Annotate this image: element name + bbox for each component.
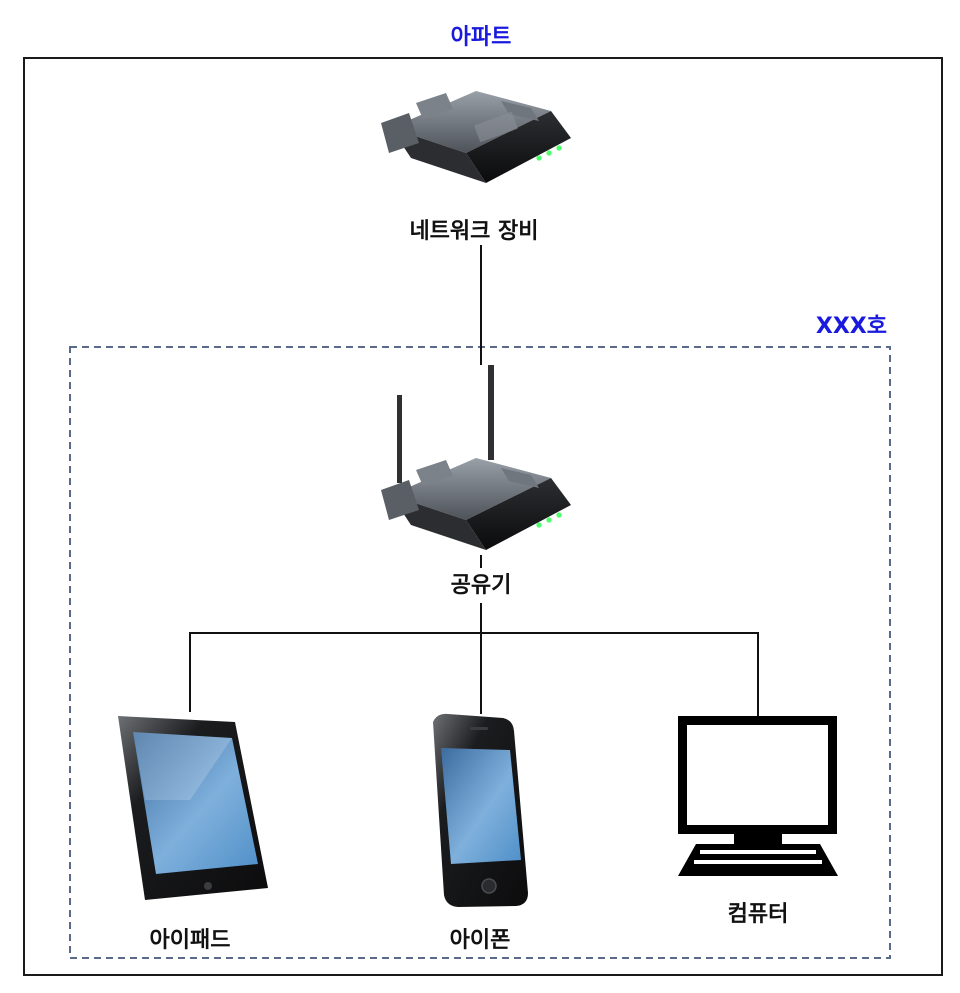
smartphone-icon	[433, 713, 528, 907]
network-equipment-label: 네트워크 장비	[409, 219, 538, 244]
tablet-icon	[118, 716, 268, 900]
unit-label: XXX호	[816, 314, 887, 339]
ipad-label: 아이패드	[150, 928, 231, 953]
modem-icon	[381, 91, 571, 183]
apartment-boundary	[23, 57, 943, 976]
wifi-router-icon	[381, 365, 571, 550]
computer-label: 컴퓨터	[728, 902, 789, 927]
apartment-label: 아파트	[451, 25, 512, 50]
router-label: 공유기	[451, 573, 512, 598]
iphone-label: 아이폰	[450, 928, 511, 953]
link-router-bus	[189, 632, 759, 716]
desktop-computer-icon	[678, 716, 838, 876]
